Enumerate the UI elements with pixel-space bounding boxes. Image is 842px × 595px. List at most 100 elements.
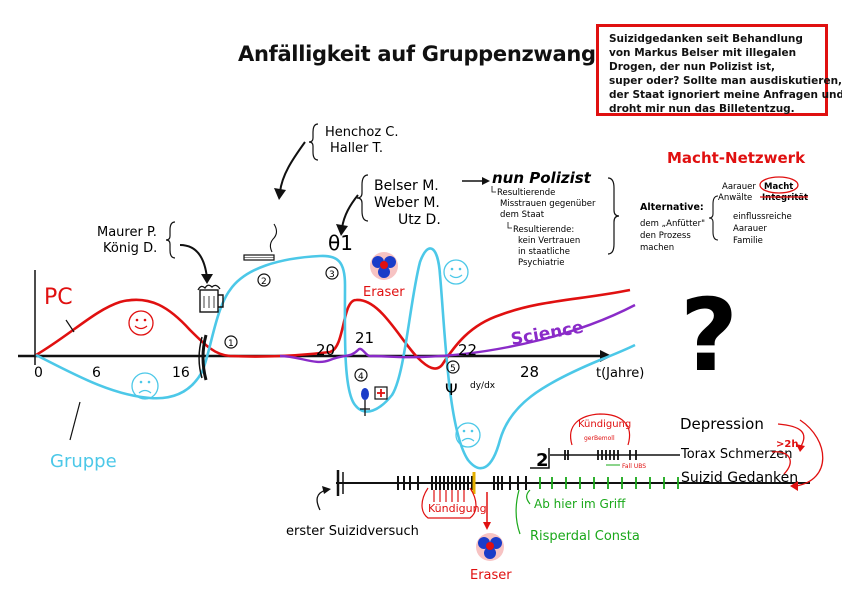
- arrow-head-icon: [336, 224, 348, 236]
- gruppe-label: Gruppe: [50, 451, 117, 472]
- note-box: Suizidgedanken seit Behandlung von Marku…: [596, 24, 842, 116]
- science-label: Science: [509, 317, 585, 349]
- person-name: Weber M.: [374, 195, 440, 211]
- eraser-label: Eraser: [470, 568, 512, 583]
- alternative-line: machen: [640, 243, 674, 253]
- timeline-ticks-green: [539, 477, 679, 489]
- symptom-label: Suizid Gedanken: [681, 470, 798, 486]
- symptom-arrow-icon: [777, 423, 805, 449]
- event-stroke: [198, 336, 203, 379]
- pc-curve: [35, 288, 631, 370]
- arrow-head-icon: [201, 274, 213, 284]
- sad-face-icon: [455, 422, 481, 448]
- symptom-label: Depression: [680, 415, 764, 433]
- marker-2: 2: [257, 273, 271, 287]
- psi-symbol: Ψ: [445, 380, 458, 399]
- note-line: der Staat ignoriert meine Anfragen und: [609, 89, 842, 101]
- brace-icon: [607, 177, 620, 255]
- question-mark: ?: [680, 277, 738, 394]
- risperdal-label: Risperdal Consta: [530, 529, 640, 544]
- person-name: Utz D.: [398, 212, 441, 228]
- marker-1: 1: [224, 335, 238, 349]
- macht-row-right: Integrität: [762, 193, 808, 203]
- kuendigung-lower-label: Kündigung: [428, 502, 487, 515]
- note-line: von Markus Belser mit illegalen: [609, 47, 797, 59]
- alternative-line: dem „Anfütter": [640, 219, 705, 229]
- polizist-sub: in staatliche: [518, 247, 570, 257]
- kuendigung-upper-sub: gerBemoll: [584, 435, 615, 442]
- tick-label: 28: [520, 363, 539, 381]
- marker-5: 5: [446, 360, 460, 374]
- person-name: Maurer P.: [97, 225, 157, 240]
- brace-icon: [356, 174, 369, 222]
- arrow-icon: [279, 141, 306, 193]
- happy-face-icon: [443, 259, 469, 285]
- polizist-heading: nun Polizist: [492, 169, 592, 187]
- arrow-head-icon: [274, 188, 286, 200]
- gruppe-pointer: [69, 401, 81, 441]
- alternative-line: den Prozess: [640, 231, 691, 241]
- brace-icon: [308, 123, 319, 161]
- axis-unit-label: t(Jahre): [596, 366, 644, 381]
- macht-list-item: Aarauer: [733, 224, 767, 234]
- tick-label: 16: [172, 365, 190, 381]
- note-line: super oder? Sollte man ausdiskutieren,: [609, 75, 842, 87]
- person-name: Belser M.: [374, 178, 439, 194]
- event-stroke: [201, 334, 208, 381]
- macht-row-left: Anwälte: [718, 193, 752, 203]
- page-title: Anfälligkeit auf Gruppenzwang: [238, 42, 596, 66]
- macht-row-left: Aarauer: [722, 182, 756, 192]
- arrow-head-icon: [482, 177, 490, 185]
- svg-text:4: 4: [358, 372, 364, 382]
- eraser-flower-icon: [476, 533, 504, 561]
- macht-circle: [759, 176, 799, 194]
- macht-list-item: einflussreiche: [733, 212, 792, 222]
- svg-text:1: 1: [228, 339, 234, 349]
- polizist-sub: Psychiatrie: [518, 258, 564, 268]
- note-line: droht mir nun das Billetentzug.: [609, 103, 795, 115]
- theta-symbol: θ1: [328, 231, 353, 255]
- first-attempt-label: erster Suizidversuch: [286, 524, 419, 539]
- female-symbol-icon: [360, 388, 370, 416]
- tick-label: 0: [34, 365, 43, 381]
- person-name: Henchoz C.: [325, 125, 399, 140]
- note-line: Suizidgedanken seit Behandlung: [609, 33, 803, 45]
- fall-ubs-label: Fall UBS: [622, 463, 646, 470]
- person-name: Haller T.: [330, 141, 383, 156]
- polizist-sub: kein Vertrauen: [518, 236, 580, 246]
- note-line: Drogen, der nun Polizist ist,: [609, 61, 776, 73]
- tick-label: 6: [92, 365, 101, 381]
- alternative-label: Alternative:: [640, 202, 704, 213]
- brace-icon: [165, 221, 176, 259]
- eraser-label: Eraser: [363, 285, 405, 300]
- svg-text:3: 3: [329, 270, 335, 280]
- polizist-sub: Resultierende: [497, 188, 555, 198]
- symptom-label: Torax Schmerzen: [680, 447, 793, 462]
- symptom-note: >2h: [776, 439, 798, 450]
- brace-icon: [708, 195, 719, 241]
- cigarette-icon: [243, 223, 278, 261]
- marker-3: 3: [325, 266, 339, 280]
- pc-pointer: [65, 319, 75, 333]
- polizist-sub: dem Staat: [500, 210, 545, 220]
- pc-label: PC: [44, 285, 73, 310]
- first-aid-icon: [374, 386, 388, 400]
- svg-text:2: 2: [261, 277, 267, 287]
- timeline-marker-2: 2: [536, 450, 549, 471]
- sad-face-icon: [131, 372, 159, 400]
- tick-label: 20: [316, 341, 335, 359]
- macht-row-right: Macht: [764, 182, 793, 192]
- happy-face-icon: [128, 310, 154, 336]
- polizist-sub: Resultierende:: [513, 225, 574, 235]
- formula: dy/dx: [470, 381, 496, 391]
- kuendigung-bracket: [421, 487, 477, 519]
- macht-list-item: Familie: [733, 236, 763, 246]
- tick-label: 21: [355, 329, 374, 347]
- red-arrows-icon: [433, 490, 465, 502]
- marker-4: 4: [354, 368, 368, 382]
- beer-mug-icon: [197, 284, 224, 313]
- kuendigung-upper-bracket: [570, 413, 631, 446]
- arrow-icon: [341, 194, 359, 229]
- svg-text:5: 5: [450, 364, 456, 374]
